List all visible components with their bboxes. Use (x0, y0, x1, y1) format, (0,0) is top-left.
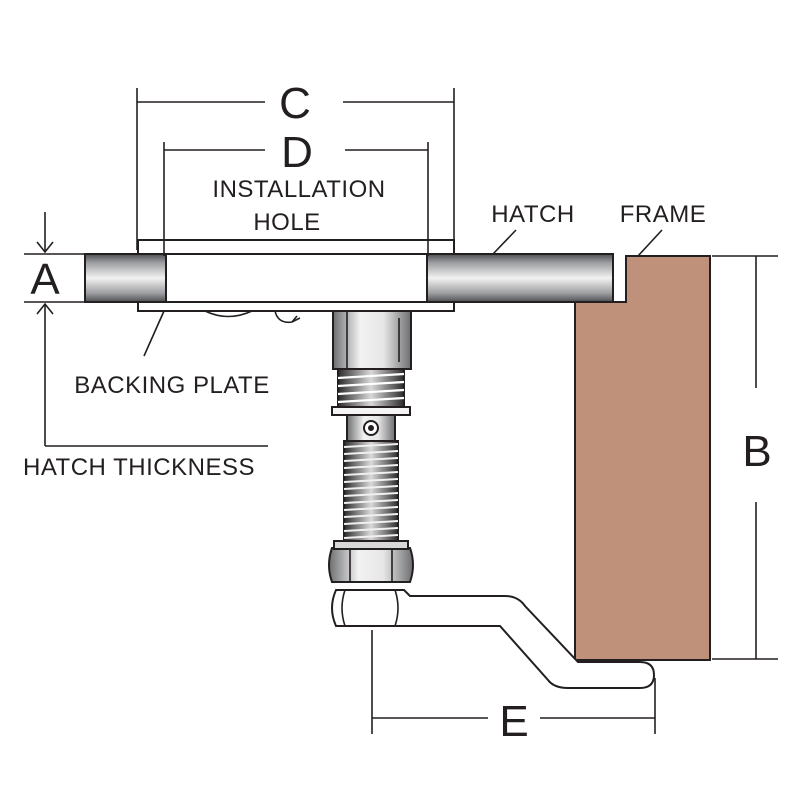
pin-collar (346, 414, 396, 442)
dimension-a-label: A (30, 255, 60, 304)
dimension-a: A (24, 212, 85, 446)
backing-plate (137, 239, 455, 312)
threaded-rod (343, 440, 399, 542)
dimension-e: E (371, 630, 656, 746)
dimension-c: C (136, 79, 455, 250)
dimension-b-label: B (742, 427, 771, 476)
dimension-e-label: E (499, 697, 528, 746)
latch-body (332, 310, 412, 370)
dimension-b: B (712, 255, 778, 660)
hatch-panel-left (84, 253, 167, 303)
upper-spring (331, 368, 411, 416)
dimension-d: D (163, 128, 429, 256)
installation-hole-label-line1: INSTALLATION (212, 176, 385, 203)
hatch-label: HATCH (491, 201, 574, 228)
hatch-thickness-callout: HATCH THICKNESS (23, 445, 268, 481)
frame-block (574, 255, 711, 661)
cam-arm (331, 589, 656, 689)
hex-nut (328, 540, 414, 583)
frame-label: FRAME (620, 201, 707, 228)
backing-plate-callout: BACKING PLATE (74, 310, 269, 399)
backing-plate-label: BACKING PLATE (74, 372, 269, 399)
frame-callout: FRAME (620, 201, 707, 257)
latch-cam-detail (204, 310, 301, 324)
installation-hole-label-line2: HOLE (253, 209, 320, 236)
hatch-thickness-label: HATCH THICKNESS (23, 454, 255, 481)
dimension-d-label: D (281, 128, 313, 177)
dimension-c-label: C (279, 79, 311, 128)
hatch-panel-right (426, 253, 614, 303)
hatch-callout: HATCH (491, 201, 574, 255)
